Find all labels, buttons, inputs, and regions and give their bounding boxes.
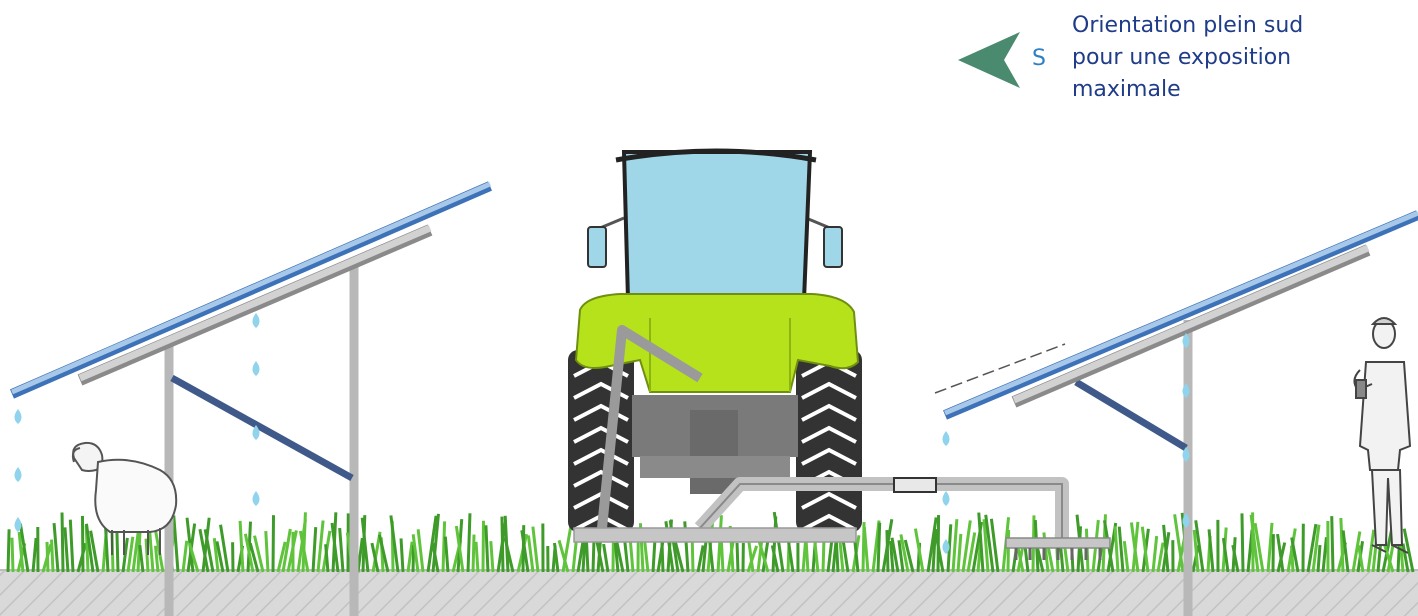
grass-blade <box>183 541 187 572</box>
harrow-bar <box>1006 538 1110 548</box>
grass-blade <box>443 521 445 572</box>
grass-blade <box>418 529 423 572</box>
grass-blade <box>65 527 68 572</box>
ground <box>0 570 1418 616</box>
grass-blade <box>1242 513 1243 572</box>
grass-blade <box>486 525 488 572</box>
grass-blade <box>1323 537 1326 572</box>
grass-blade <box>313 527 316 572</box>
rear-tyre-right <box>796 350 862 532</box>
grass-blade <box>878 523 880 572</box>
water-drop-icon <box>15 409 22 424</box>
grass-blade <box>8 529 9 572</box>
boom-coupler <box>894 478 936 492</box>
caption-line-3: maximale <box>1072 74 1372 106</box>
grass-blade <box>554 543 558 572</box>
side-mirror-left <box>588 218 624 267</box>
grass-blade <box>502 517 503 572</box>
grass-blade <box>401 538 403 572</box>
grass-blade <box>54 523 58 572</box>
grass-blade <box>737 543 738 572</box>
grass-blade <box>815 542 818 572</box>
grass-blade <box>1119 527 1123 572</box>
grass-blade <box>953 519 957 572</box>
grass-blade <box>33 538 36 572</box>
grass-blade <box>473 535 474 572</box>
grass-blade <box>318 520 323 572</box>
grass-blade <box>445 537 448 572</box>
grass-blade <box>117 531 118 572</box>
grass-blade <box>491 541 493 572</box>
water-drop-icon <box>15 467 22 482</box>
grass-blade <box>12 538 13 572</box>
grass-blade <box>128 537 133 572</box>
grass-blade <box>1341 518 1343 572</box>
grass-blade <box>528 535 533 572</box>
grass-blade <box>273 515 274 572</box>
grass-blade <box>468 513 470 572</box>
grass-blade <box>52 540 53 572</box>
direction-label: S <box>1032 46 1046 71</box>
grass-blade <box>82 516 83 572</box>
grass-blade <box>70 520 73 572</box>
water-drop-icon <box>253 361 260 376</box>
grass-blade <box>1318 545 1320 572</box>
chassis-block <box>690 410 738 494</box>
diagonal-brace <box>172 378 352 478</box>
side-mirror-right <box>806 218 842 267</box>
grass-blade <box>408 542 412 572</box>
arrow-left-icon <box>958 32 1020 88</box>
tractor-rear-view <box>568 151 1110 560</box>
grass-blade <box>340 528 343 572</box>
grass-blade <box>1153 536 1157 572</box>
grass-blade <box>958 534 961 572</box>
cab-window <box>624 152 810 300</box>
caption-line-2: pour une exposition <box>1072 42 1372 74</box>
diagonal-brace <box>1076 382 1186 448</box>
grass-blade <box>625 542 628 572</box>
grass-blade <box>1115 526 1118 572</box>
solar-panel-surface <box>945 213 1418 413</box>
grass-blade <box>174 516 178 572</box>
harrow-tines <box>1016 548 1100 560</box>
rear-frame <box>574 528 856 542</box>
orientation-caption: Orientation plein sud pour une expositio… <box>1072 10 1372 106</box>
water-drop-icon <box>253 313 260 328</box>
farmer-figure <box>1354 318 1410 553</box>
grass-blade <box>604 544 608 572</box>
solar-panel-surface <box>12 184 490 392</box>
rail-highlight <box>80 228 430 378</box>
grass-blade <box>140 545 143 572</box>
water-drop-icon <box>943 491 950 506</box>
water-drop-icon <box>943 431 950 446</box>
grass-blade <box>1008 530 1009 572</box>
grass-blade <box>62 512 63 572</box>
grass-blade <box>887 530 888 572</box>
caption-line-1: Orientation plein sud <box>1072 10 1372 42</box>
grass-blade <box>1124 541 1128 572</box>
grass-blade <box>266 531 268 572</box>
grass-blade <box>47 542 48 572</box>
grass-blade <box>476 542 478 572</box>
grass-blade <box>864 527 868 572</box>
water-drop-icon <box>253 491 260 506</box>
grass-blade <box>1332 516 1333 572</box>
grass-blade <box>1268 523 1272 572</box>
